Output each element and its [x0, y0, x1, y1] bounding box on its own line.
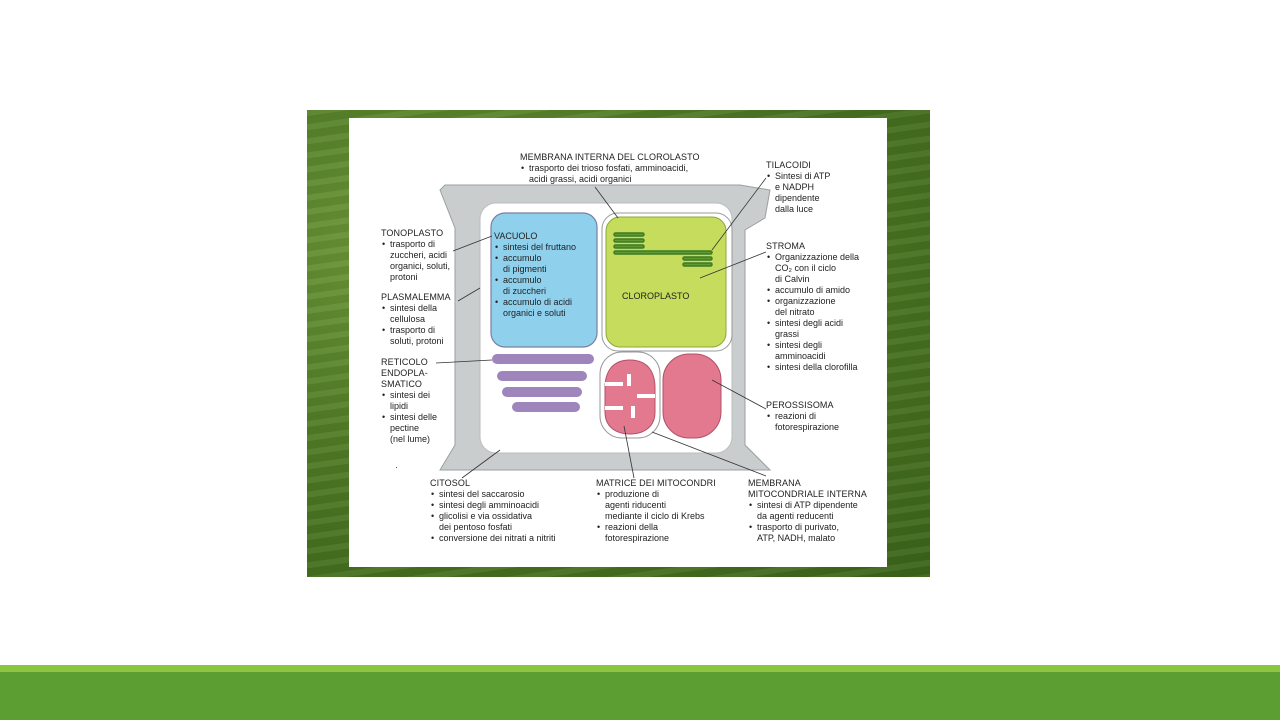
vacuole-label: VACUOLO sintesi del fruttano accumulo di…: [494, 231, 576, 319]
label-title: STROMA: [766, 241, 806, 251]
label-item: sintesi di ATP dipendente da agenti redu…: [748, 500, 867, 522]
endoplasmic-reticulum: [492, 354, 594, 412]
label-item: trasporto di soluti, protoni: [381, 325, 451, 347]
label-item: Sintesi di ATP e NADPH dipendente dalla …: [766, 171, 830, 215]
vacuole-item: sintesi del fruttano: [494, 242, 576, 253]
vacuole-item: accumulo di acidi organici e soluti: [494, 297, 576, 319]
label-item: reazioni di fotorespirazione: [766, 411, 839, 433]
label-title: TONOPLASTO: [381, 228, 444, 238]
label-item: produzione di agenti riducenti mediante …: [596, 489, 716, 522]
label-item: glicolisi e via ossidativa dei pentoso f…: [430, 511, 556, 533]
chloroplast-label: CLOROPLASTO: [622, 291, 690, 301]
label-title: MEMBRANA INTERNA DEL CLOROLASTO: [520, 152, 700, 162]
footer-bar: [0, 672, 1280, 720]
label-item: sintesi dei lipidi: [381, 390, 437, 412]
label-item: trasporto di purivato, ATP, NADH, malato: [748, 522, 867, 544]
label-item: organizzazione del nitrato: [766, 296, 859, 318]
label-item: accumulo di amido: [766, 285, 859, 296]
vacuole-title: VACUOLO: [494, 231, 538, 241]
label-item: Organizzazione della CO₂ con il ciclo di…: [766, 252, 859, 285]
label-item: trasporto di zuccheri, acidi organici, s…: [381, 239, 450, 283]
label-title: CITOSOL: [430, 478, 471, 488]
label-tilacoidi: TILACOIDI Sintesi di ATP e NADPH dipende…: [766, 160, 830, 215]
label-membrana-interna: MEMBRANA INTERNA DEL CLOROLASTO trasport…: [520, 152, 700, 185]
label-membrana-mito: MEMBRANA MITOCONDRIALE INTERNA sintesi d…: [748, 478, 867, 544]
label-item: sintesi della clorofilla: [766, 362, 859, 373]
leader-lines: [435, 177, 767, 479]
label-reticolo: RETICOLO ENDOPLA- SMATICO sintesi dei li…: [381, 357, 437, 445]
label-stroma: STROMA Organizzazione della CO₂ con il c…: [766, 241, 859, 373]
thylakoid-stacks: [613, 232, 713, 267]
chloroplast-shape: [605, 216, 727, 348]
label-title: PLASMALEMMA: [381, 292, 451, 302]
label-item: sintesi degli amminoacidi: [766, 340, 859, 362]
label-item: sintesi della cellulosa: [381, 303, 451, 325]
stray-mark: ·: [395, 462, 398, 472]
mitochondrion-shape: [604, 359, 656, 435]
label-item: sintesi delle pectine (nel lume): [381, 412, 437, 445]
label-title: PEROSSISOMA: [766, 400, 834, 410]
label-title: MEMBRANA MITOCONDRIALE INTERNA: [748, 478, 867, 499]
peroxisome-shape: [662, 353, 722, 439]
label-title: MATRICE DEI MITOCONDRI: [596, 478, 716, 488]
footer-accent-strip: [0, 665, 1280, 672]
label-item: sintesi degli amminoacidi: [430, 500, 556, 511]
label-title: RETICOLO ENDOPLA- SMATICO: [381, 357, 428, 389]
label-perossisoma: PEROSSISOMA reazioni di fotorespirazione: [766, 400, 839, 433]
vacuole-item: accumulo di zuccheri: [494, 275, 576, 297]
label-item: reazioni della fotorespirazione: [596, 522, 716, 544]
cristae: [605, 374, 655, 418]
label-title: TILACOIDI: [766, 160, 811, 170]
label-tonoplasto: TONOPLASTO trasporto di zuccheri, acidi …: [381, 228, 450, 283]
label-item: conversione dei nitrati a nitriti: [430, 533, 556, 544]
label-plasmalemma: PLASMALEMMA sintesi della cellulosa tras…: [381, 292, 451, 347]
label-item: sintesi del saccarosio: [430, 489, 556, 500]
label-item: trasporto dei trioso fosfati, amminoacid…: [520, 163, 700, 185]
label-item: sintesi degli acidi grassi: [766, 318, 859, 340]
label-matrice: MATRICE DEI MITOCONDRI produzione di age…: [596, 478, 716, 544]
label-citosol: CITOSOL sintesi del saccarosio sintesi d…: [430, 478, 556, 544]
vacuole-item: accumulo di pigmenti: [494, 253, 576, 275]
